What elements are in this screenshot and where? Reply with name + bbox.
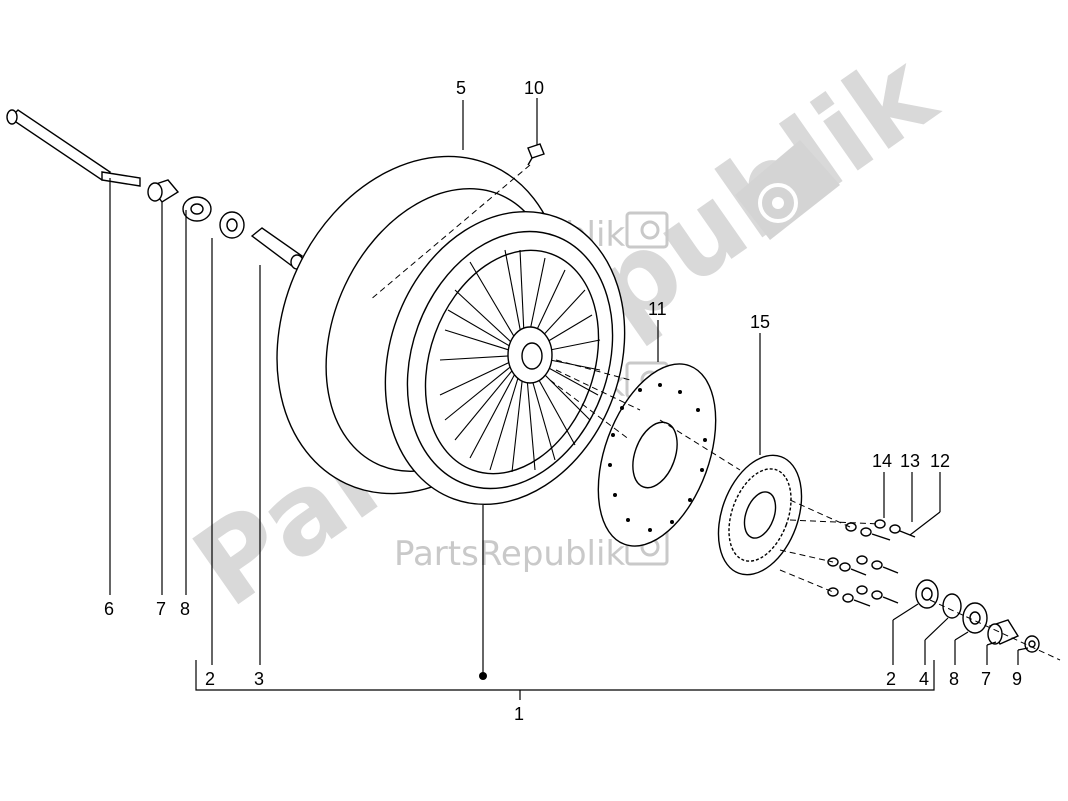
callout-13: 13 bbox=[900, 451, 920, 471]
circlip-part bbox=[942, 593, 962, 619]
callout-labels: 1 2 3 6 7 8 5 10 11 15 14 13 12 2 4 8 7 … bbox=[104, 78, 1022, 724]
right-washer-part bbox=[962, 602, 988, 634]
callout-8-left: 8 bbox=[180, 599, 190, 619]
brake-disc-part bbox=[597, 363, 717, 547]
callout-6: 6 bbox=[104, 599, 114, 619]
spacer-sleeve-part bbox=[250, 227, 304, 270]
callout-2-left: 2 bbox=[205, 669, 215, 689]
callout-1: 1 bbox=[514, 704, 524, 724]
callout-3: 3 bbox=[254, 669, 264, 689]
callout-15: 15 bbox=[750, 312, 770, 332]
tone-ring-part bbox=[717, 454, 803, 576]
watermark-text-bottom: PartsRepublik bbox=[394, 534, 625, 574]
callout-11: 11 bbox=[648, 299, 667, 319]
callout-14: 14 bbox=[872, 451, 892, 471]
gear-icon bbox=[625, 211, 669, 566]
leader-lines bbox=[109, 98, 1029, 700]
watermark-badge-icon bbox=[735, 140, 840, 240]
callout-5: 5 bbox=[456, 78, 466, 98]
axle-part bbox=[6, 109, 141, 187]
callout-7-right: 7 bbox=[981, 669, 991, 689]
wheel-hub bbox=[507, 326, 553, 384]
rim-part bbox=[384, 210, 626, 506]
assembly-lines bbox=[369, 164, 1061, 661]
callout-2-right: 2 bbox=[886, 669, 896, 689]
left-spacer-part bbox=[147, 179, 180, 203]
valve-part bbox=[527, 143, 545, 166]
right-bearing-part bbox=[915, 579, 939, 609]
left-bearing-part bbox=[219, 211, 245, 239]
bolt-set bbox=[827, 519, 916, 607]
callout-10: 10 bbox=[524, 78, 544, 98]
callout-9: 9 bbox=[1012, 669, 1022, 689]
right-spacer-part bbox=[987, 619, 1020, 645]
callout-7-left: 7 bbox=[156, 599, 166, 619]
callout-12: 12 bbox=[930, 451, 950, 471]
callout-8-right: 8 bbox=[949, 669, 959, 689]
axle-nut-part bbox=[1024, 635, 1040, 653]
left-washer-part bbox=[182, 196, 212, 222]
callout-4: 4 bbox=[919, 669, 929, 689]
